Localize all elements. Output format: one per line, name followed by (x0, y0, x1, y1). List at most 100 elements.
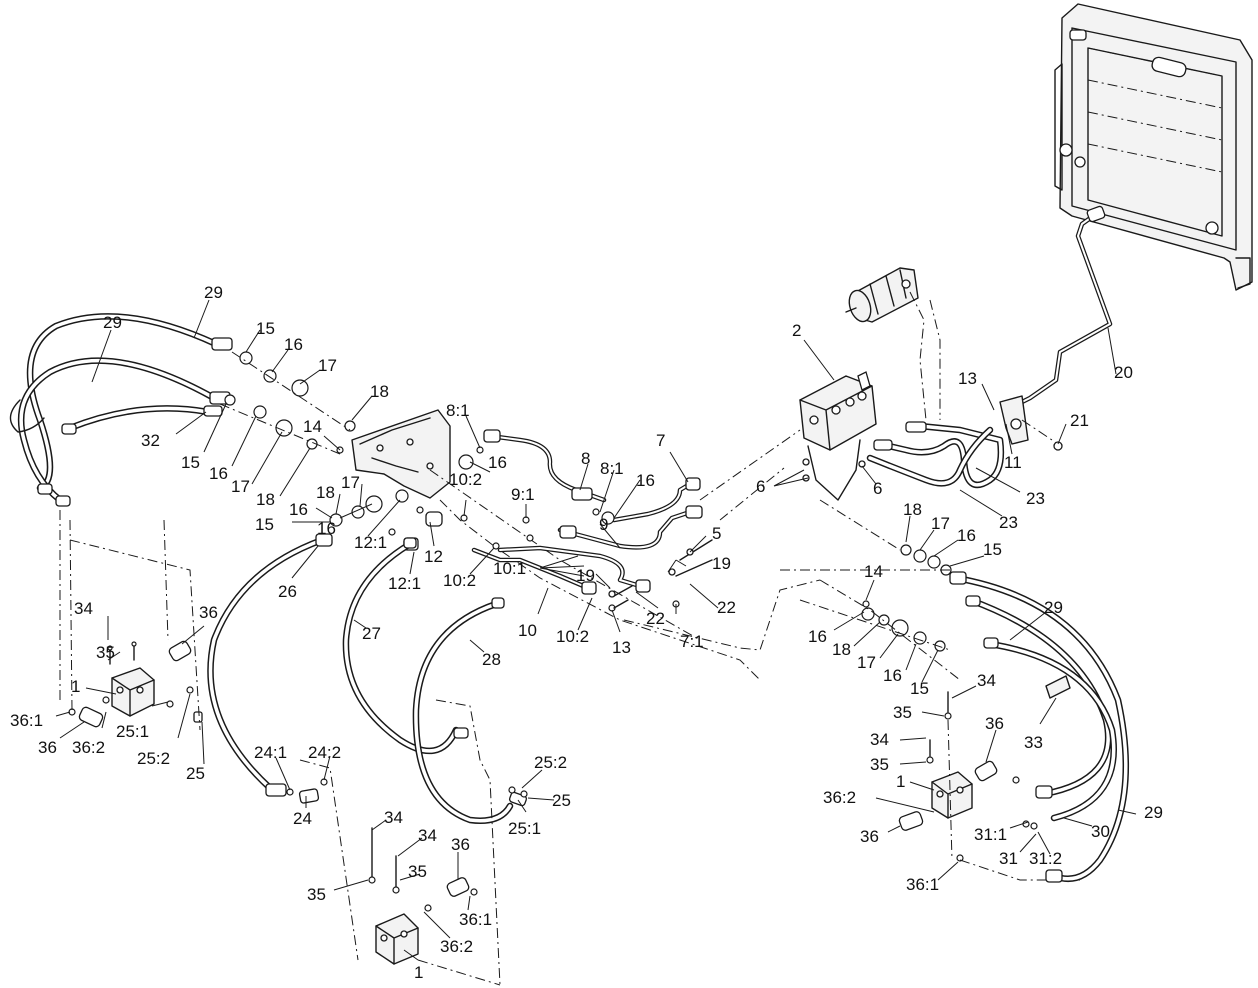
callout-17: 17 (857, 653, 876, 672)
callout-18: 18 (370, 382, 389, 401)
callout-8: 8 (581, 449, 590, 468)
callout-labels: 29 29 15 16 17 18 32 15 16 17 18 14 18 1… (10, 283, 1163, 982)
callout-17: 17 (931, 514, 950, 533)
hydraulic-motor-right (898, 691, 1080, 881)
callout-8-1: 8:1 (600, 459, 624, 478)
cooler-tube-20 (1007, 205, 1113, 411)
control-valve-2 (799, 371, 877, 501)
callout-35: 35 (870, 755, 889, 774)
callout-16: 16 (636, 471, 655, 490)
hoses-23 (866, 421, 1005, 488)
callout-33: 33 (1024, 733, 1043, 752)
callout-19: 19 (712, 554, 731, 573)
callout-12: 12 (424, 547, 443, 566)
hoses-29-left (9, 313, 233, 507)
callout-30: 30 (1091, 822, 1110, 841)
callout-16: 16 (957, 526, 976, 545)
callout-21: 21 (1070, 411, 1089, 430)
callout-36: 36 (199, 603, 218, 622)
callout-5: 5 (712, 524, 721, 543)
callout-14: 14 (303, 417, 322, 436)
callout-34: 34 (384, 808, 403, 827)
callout-9: 9 (599, 515, 608, 534)
callout-1: 1 (71, 677, 80, 696)
callout-23: 23 (999, 513, 1018, 532)
callout-12-1: 12:1 (388, 574, 421, 593)
hydraulic-pump (845, 267, 941, 421)
callout-18: 18 (903, 500, 922, 519)
callout-9-1: 9:1 (511, 485, 535, 504)
callout-15: 15 (256, 319, 275, 338)
callout-16: 16 (209, 464, 228, 483)
callout-22: 22 (717, 598, 736, 617)
callout-25-1: 25:1 (116, 722, 149, 741)
callout-16: 16 (808, 627, 827, 646)
callout-36-1: 36:1 (906, 875, 939, 894)
callout-18: 18 (832, 640, 851, 659)
callout-24-2: 24:2 (308, 743, 341, 762)
callout-36: 36 (860, 827, 879, 846)
callout-16: 16 (317, 519, 336, 538)
callout-34: 34 (418, 826, 437, 845)
oil-cooler-assembly (1054, 3, 1253, 291)
callout-12-1: 12:1 (354, 533, 387, 552)
callout-6: 6 (873, 479, 882, 498)
callout-29: 29 (1044, 598, 1063, 617)
callout-35: 35 (408, 862, 427, 881)
callout-34: 34 (870, 730, 889, 749)
callout-25-2: 25:2 (137, 749, 170, 768)
callout-17: 17 (341, 473, 360, 492)
callout-34: 34 (74, 599, 93, 618)
callout-16: 16 (883, 666, 902, 685)
callout-18: 18 (316, 483, 335, 502)
callout-29: 29 (1144, 803, 1163, 822)
callout-13: 13 (958, 369, 977, 388)
callout-6: 6 (756, 477, 765, 496)
callout-15: 15 (255, 515, 274, 534)
callout-29: 29 (103, 313, 122, 332)
callout-23: 23 (1026, 489, 1045, 508)
callout-10-2: 10:2 (443, 571, 476, 590)
callout-10-2: 10:2 (449, 470, 482, 489)
callout-32: 32 (141, 431, 160, 450)
callout-25: 25 (186, 764, 205, 783)
callout-7: 7 (656, 431, 665, 450)
hoses-right (780, 499, 1130, 883)
callout-35: 35 (96, 643, 115, 662)
callout-36-2: 36:2 (440, 937, 473, 956)
callout-31: 31 (999, 849, 1018, 868)
callout-36: 36 (985, 714, 1004, 733)
callout-27: 27 (362, 624, 381, 643)
callout-36-2: 36:2 (72, 738, 105, 757)
callout-13: 13 (612, 638, 631, 657)
seal-row-upper (219, 351, 409, 527)
tubes-8-9-10 (458, 429, 821, 651)
callout-25: 25 (552, 791, 571, 810)
callout-25-1: 25:1 (508, 819, 541, 838)
callout-35: 35 (893, 703, 912, 722)
callout-36: 36 (38, 738, 57, 757)
callout-25-2: 25:2 (534, 753, 567, 772)
callout-18: 18 (256, 490, 275, 509)
callout-24: 24 (293, 809, 312, 828)
bracket-11 (999, 395, 1063, 451)
callout-11: 11 (1004, 453, 1022, 472)
callout-20: 20 (1114, 363, 1133, 382)
callout-15: 15 (181, 453, 200, 472)
callout-15: 15 (910, 679, 929, 698)
callout-36-1: 36:1 (10, 711, 43, 730)
hydraulic-motor-left (59, 510, 203, 731)
callout-26: 26 (278, 582, 297, 601)
callout-36-2: 36:2 (823, 788, 856, 807)
callout-10-1: 10:1 (493, 559, 526, 578)
main-bracket (351, 409, 761, 681)
callout-1: 1 (896, 772, 905, 791)
callout-36-1: 36:1 (459, 910, 492, 929)
callout-28: 28 (482, 650, 501, 669)
callout-36: 36 (451, 835, 470, 854)
callout-16: 16 (284, 335, 303, 354)
callout-31-1: 31:1 (974, 825, 1007, 844)
callout-17: 17 (318, 356, 337, 375)
callout-7-1: 7:1 (680, 632, 704, 651)
callout-22: 22 (646, 609, 665, 628)
